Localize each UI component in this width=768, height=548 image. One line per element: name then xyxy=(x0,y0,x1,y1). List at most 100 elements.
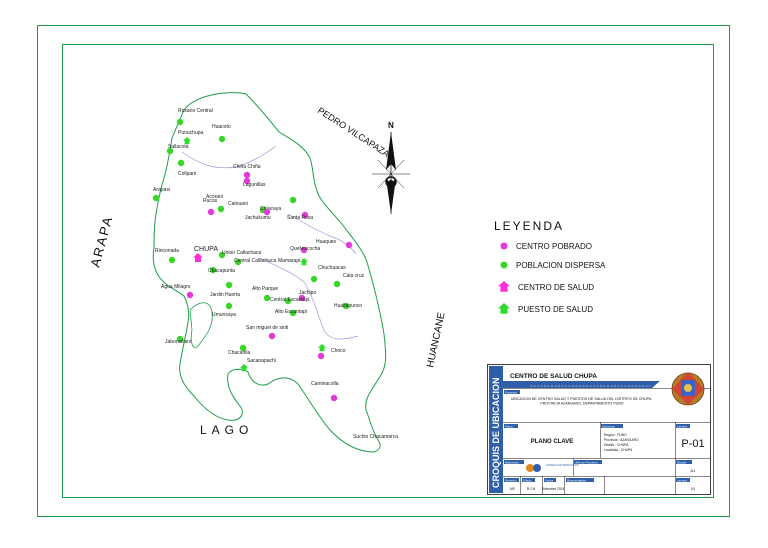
dot-icon xyxy=(289,309,297,317)
region-label-pedro-vilcapaza: PEDRO VILCAPAZA xyxy=(316,105,391,159)
place-label: Chuchuacas xyxy=(318,265,346,271)
place-label: Chiña Chiña xyxy=(233,164,261,170)
legend-label: POBLACION DISPERSA xyxy=(516,261,606,270)
place-label: Agua Milagro xyxy=(161,284,191,290)
fecha-value: Diciembre 2024 xyxy=(542,487,565,491)
legend-title: LEYENDA xyxy=(494,219,564,233)
place-marker: Quelwacocha xyxy=(290,246,321,254)
fecha-label: Fecha xyxy=(545,478,554,482)
place-label: Union Callachaca xyxy=(222,250,261,256)
dot-icon xyxy=(333,280,341,288)
place-label: Sacanapachi xyxy=(247,358,276,364)
escala-label: Escala xyxy=(677,460,686,464)
place-marker: Collpani xyxy=(177,159,196,177)
dot-icon xyxy=(218,135,226,143)
health-post-icon xyxy=(240,364,248,372)
place-label: Caminacolla xyxy=(311,381,339,387)
logo-text: CONSEJO DE PRODUCCION xyxy=(546,464,579,467)
place-marker: Alto Escantapi xyxy=(275,309,307,317)
place-label: Chacapunta xyxy=(208,268,235,274)
health-post-icon xyxy=(300,258,308,266)
region-label-huancane: HUANCANE xyxy=(425,311,447,369)
dot-icon xyxy=(176,335,184,343)
place-label: Suchio Chacamarca xyxy=(353,434,398,440)
place-marker: Rinconada xyxy=(155,248,179,264)
hoja-label: Lamina xyxy=(677,478,687,482)
place-label: Rinconada xyxy=(155,248,179,254)
place-label: Alto Parque xyxy=(252,286,278,292)
place-marker: Punuchupa xyxy=(178,130,204,145)
place-marker: Choco xyxy=(318,344,346,354)
revision-label: Revision xyxy=(505,478,517,482)
place-label: Rucos xyxy=(203,198,218,204)
place-marker: Hualtapunco xyxy=(334,302,362,310)
revision-value: 0/8 xyxy=(510,487,515,491)
dot-icon xyxy=(263,294,271,302)
title-block-title: CENTRO DE SALUD CHUPA xyxy=(510,373,597,380)
house-icon xyxy=(498,303,510,314)
place-marker: Alto Parque xyxy=(252,286,306,302)
north-arrow-icon: N xyxy=(372,121,410,214)
place-label: Collpani xyxy=(178,171,196,177)
dot-icon xyxy=(300,246,308,254)
dot-icon xyxy=(177,159,185,167)
dot-icon xyxy=(500,261,508,269)
jefe-label: Jefe de Proyecto xyxy=(575,460,598,464)
place-marker: Mamarapi xyxy=(278,258,308,266)
place-marker: Rucos xyxy=(203,198,225,213)
dot-icon xyxy=(301,211,309,219)
place-label: Mamarapi xyxy=(278,258,300,264)
place-marker: Central Escantapi xyxy=(263,294,309,303)
place-marker: Santa Rosa xyxy=(287,211,313,221)
place-label: Alto Escantapi xyxy=(275,309,307,315)
legend-item: CENTRO POBRADO xyxy=(500,242,592,251)
region-label-lago: LAGO xyxy=(200,423,253,437)
elaborado-label: Elaborado xyxy=(505,460,519,464)
place-marker: Sacanapachi xyxy=(240,358,276,372)
lake-lobe xyxy=(189,302,213,348)
emblem-icon xyxy=(671,372,705,406)
dot-icon xyxy=(218,251,226,259)
responsable-label: Responsables xyxy=(567,478,587,482)
place-marker: Huaques xyxy=(316,239,353,249)
place-marker: CHUPA xyxy=(193,246,218,262)
place-marker: Chacarilla xyxy=(228,344,250,356)
dot-icon xyxy=(317,352,325,360)
legend: LEYENDA CENTRO POBRADO POBLACION DISPERSA… xyxy=(494,219,606,314)
dot-icon xyxy=(298,294,306,302)
legend-item: POBLACION DISPERSA xyxy=(500,261,606,270)
dot-icon xyxy=(168,256,176,264)
dot-icon xyxy=(342,302,350,310)
dot-icon xyxy=(330,394,338,402)
legend-item: PUESTO DE SALUD xyxy=(498,303,593,314)
dot-icon xyxy=(263,208,271,216)
plano-value: PLANO CLAVE xyxy=(531,439,574,445)
place-marker: Chiña Chiña xyxy=(233,164,261,179)
dibujo-value: R.CH xyxy=(527,487,536,491)
place-label: Hualtapunco xyxy=(334,303,362,309)
place-marker: Jachukumu xyxy=(245,208,271,221)
title-block: CROQUIS DE UBICACION CENTRO DE SALUD CHU… xyxy=(487,364,711,495)
dibujo-label: Dibujo xyxy=(523,478,532,482)
legend-items: CENTRO POBRADO POBLACION DISPERSA CENTRO D… xyxy=(498,242,606,314)
place-label: Punuchupa xyxy=(178,130,204,136)
place-marker: Chacapunta xyxy=(208,266,235,274)
place-label: Umunsaya xyxy=(212,312,236,318)
project-label: Proyecto xyxy=(505,390,517,394)
location-row-4: Localidad : CHUPA xyxy=(604,448,633,452)
place-label: Arapasi xyxy=(153,187,170,193)
dot-icon xyxy=(176,118,184,126)
place-marker: Chuchuacas xyxy=(310,265,346,283)
place-marker: Arapasi xyxy=(152,187,170,202)
dot-icon xyxy=(239,344,247,352)
legend-label: CENTRO DE SALUD xyxy=(518,283,594,292)
dot-icon xyxy=(234,258,242,266)
place-label: Rosario Central xyxy=(178,108,213,114)
title-block-vertical-label: CROQUIS DE UBICACION xyxy=(491,377,501,488)
place-label: Quelwacocha xyxy=(290,246,321,252)
place-label: Choco xyxy=(331,348,346,354)
place-marker: Huacoto xyxy=(212,124,231,143)
dot-icon xyxy=(243,177,251,185)
region-label-arapa: ARAPA xyxy=(87,214,115,269)
place-markers: Rosario CentralHuacotoPunuchupaSallacota… xyxy=(152,108,398,440)
